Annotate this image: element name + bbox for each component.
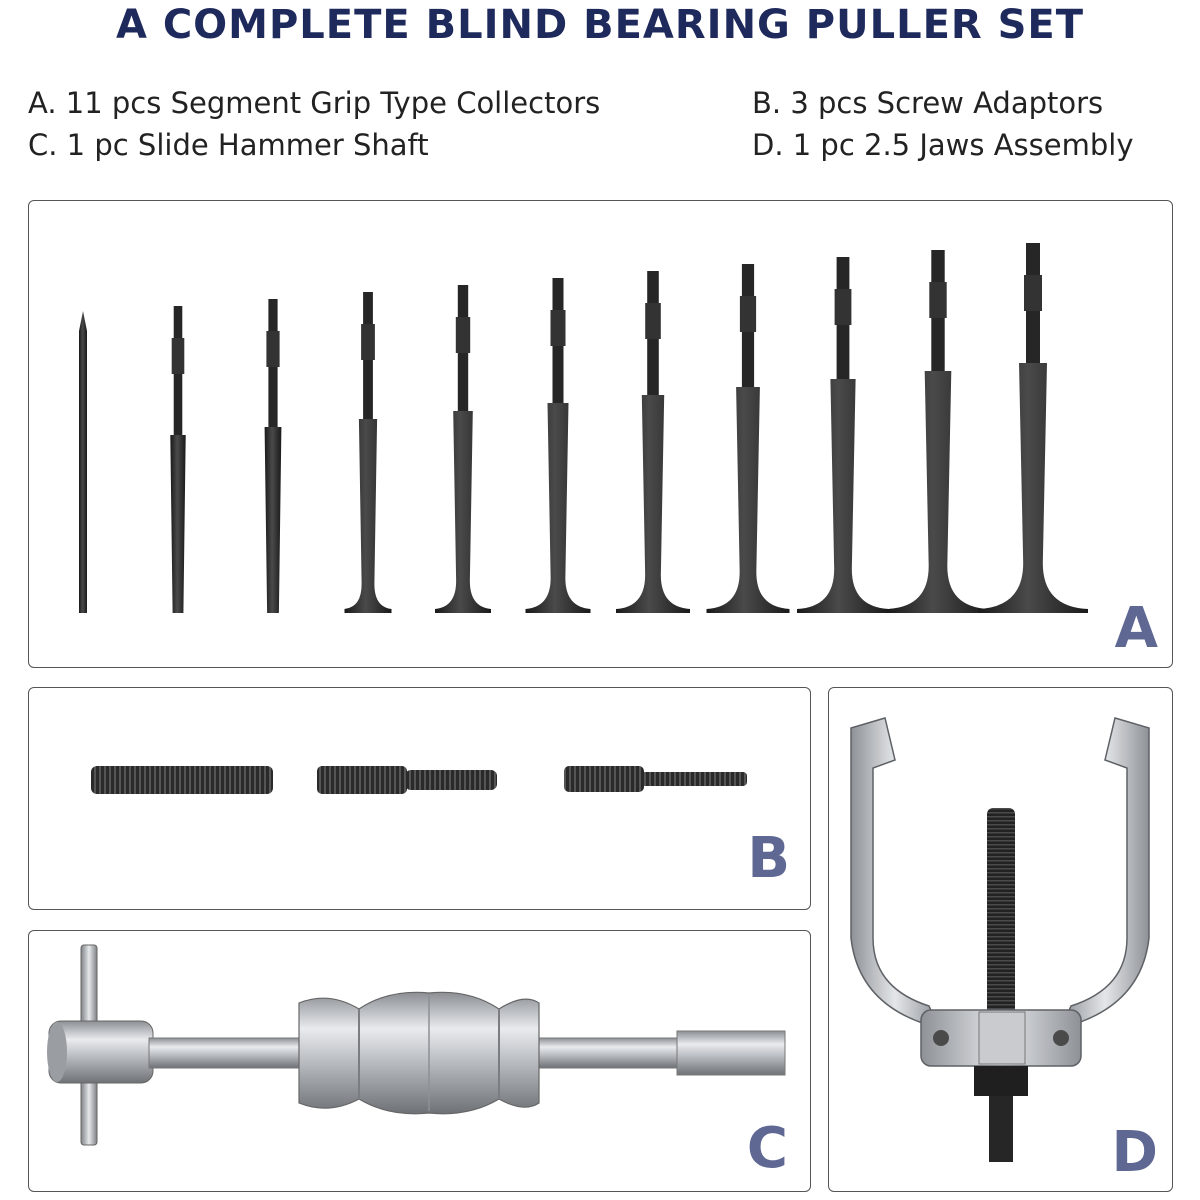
screw-adaptor-2 xyxy=(317,766,497,794)
screw-adaptor-3 xyxy=(564,766,747,792)
legend-item-b: B. 3 pcs Screw Adaptors xyxy=(752,86,1104,120)
legend-item-c: C. 1 pc Slide Hammer Shaft xyxy=(28,128,429,162)
screw-adaptor-1 xyxy=(91,766,273,794)
collector-6 xyxy=(525,278,591,613)
slide-hammer-illustration xyxy=(47,944,786,1146)
panel-jaws-assembly: D xyxy=(828,687,1173,1192)
screw-adaptors-illustration xyxy=(91,766,747,794)
collector-8 xyxy=(706,264,790,613)
panel-label-a: A xyxy=(1114,596,1158,661)
legend-right: B. 3 pcs Screw Adaptors D. 1 pc 2.5 Jaws… xyxy=(752,82,1134,166)
jaws-assembly-illustration xyxy=(850,717,1150,1162)
panel-screw-adaptors: B xyxy=(28,687,811,910)
collector-7 xyxy=(616,271,690,613)
panel-slide-hammer: C xyxy=(28,930,811,1192)
panel-label-b: B xyxy=(747,826,790,891)
collector-10 xyxy=(887,250,989,613)
page-title: A COMPLETE BLIND BEARING PULLER SET xyxy=(115,2,1085,48)
collector-5 xyxy=(435,285,491,613)
collector-3 xyxy=(264,299,282,613)
collector-11 xyxy=(978,243,1088,613)
collector-2 xyxy=(170,306,186,613)
collectors-illustration xyxy=(79,243,1088,613)
collector-4 xyxy=(344,292,392,613)
legend-item-a: A. 11 pcs Segment Grip Type Collectors xyxy=(28,86,601,120)
panel-collectors: A xyxy=(28,200,1173,668)
panel-label-c: C xyxy=(746,1116,788,1181)
collector-1 xyxy=(79,311,87,613)
legend-left: A. 11 pcs Segment Grip Type Collectors C… xyxy=(28,82,600,166)
collector-9 xyxy=(797,257,889,613)
legend-item-d: D. 1 pc 2.5 Jaws Assembly xyxy=(752,128,1134,162)
panel-label-d: D xyxy=(1111,1120,1158,1185)
